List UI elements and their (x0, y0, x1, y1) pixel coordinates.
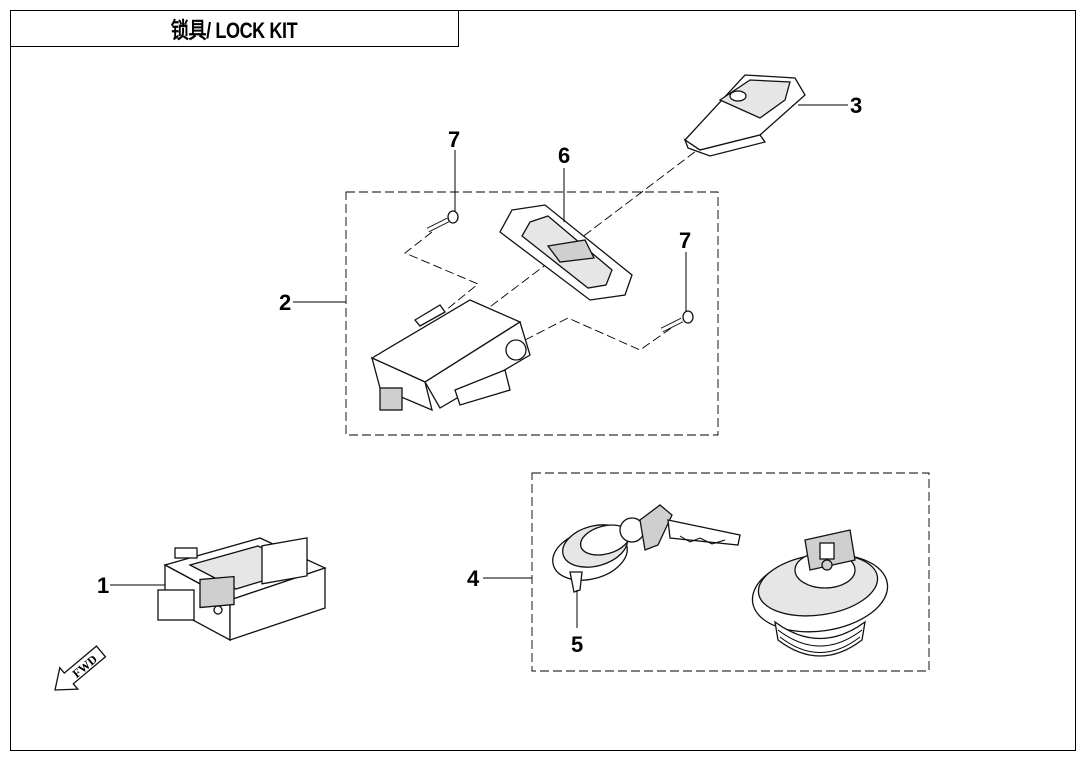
part-6-bezel (499, 204, 633, 301)
callout-5: 5 (571, 632, 583, 657)
part-2-lock-body (370, 299, 531, 412)
group-box-lock-assembly (345, 191, 719, 436)
callout-7-right: 7 (679, 228, 691, 253)
part-4-fuel-cap (751, 529, 889, 657)
callout-6: 6 (558, 143, 570, 168)
callout-2: 2 (279, 290, 291, 315)
part-1-control-box (157, 537, 327, 642)
part-3-key-fob (683, 74, 806, 157)
callout-4: 4 (467, 566, 480, 591)
fwd-arrow-icon: FWD (54, 645, 107, 691)
group-box-key-cap (531, 472, 930, 672)
chain-line-screw-left (404, 231, 479, 316)
chain-line-body-to-fob (469, 147, 701, 323)
part-7-screw-right (660, 310, 694, 333)
callout-3: 3 (850, 93, 862, 118)
chain-line-screw-right (524, 317, 681, 351)
callout-1: 1 (97, 573, 109, 598)
page-title: 锁具/ LOCK KIT (171, 17, 298, 43)
drawing-frame (10, 10, 1076, 751)
title-block: 锁具/ LOCK KIT (10, 10, 459, 47)
part-5-key-and-cylinder (552, 504, 741, 628)
callout-7-left: 7 (448, 127, 460, 152)
part-7-screw-left (426, 210, 459, 233)
